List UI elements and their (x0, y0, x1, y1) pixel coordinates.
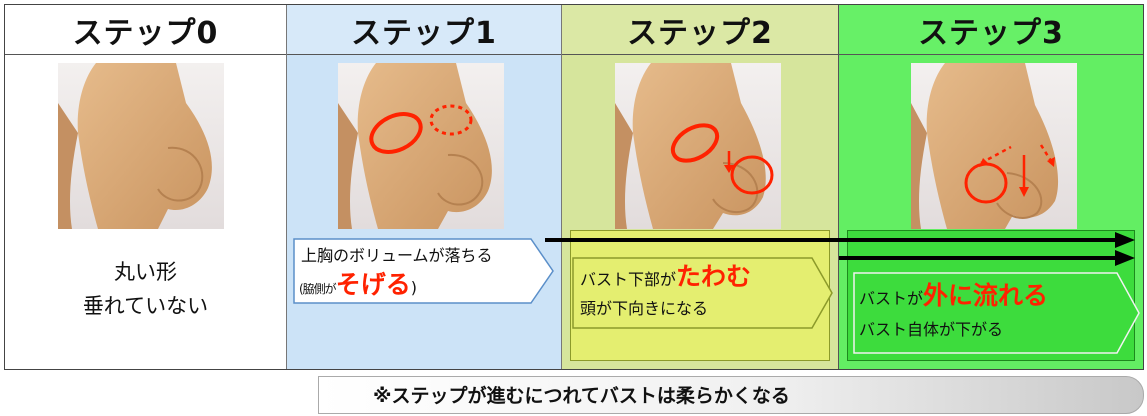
step-1-emphasis: そげる (335, 270, 411, 299)
step-3-emphasis: 外に流れる (923, 281, 1049, 310)
step-0-title: ステップ0 (5, 5, 286, 55)
timeline-arrow-icon (545, 232, 1135, 266)
step-3-line-2: バスト自体が下がる (859, 320, 1004, 339)
step-3-line-1-pre: バストが (859, 289, 924, 308)
step-1-line-1: 上胸のボリュームが落ちる (301, 246, 493, 265)
softness-note: ※ステップが進むにつれてバストは柔らかくなる (318, 376, 1144, 414)
torso-figure-step1-icon (338, 63, 504, 229)
step-2-callout: バスト下部がたわむ 頭が下向きになる (572, 257, 834, 329)
torso-figure-step2-icon (615, 63, 781, 229)
step-1-line-2: (脇側がそげる) (299, 271, 417, 303)
step-1-title: ステップ1 (287, 5, 561, 55)
step-2-column: ステップ2 バスト下部がたわむ 頭が下 (562, 5, 839, 369)
torso-figure-step3-icon (911, 63, 1077, 229)
step-1-callout: 上胸のボリュームが落ちる (脇側がそげる) (293, 238, 555, 304)
step-0-line-1: 丸い形 (114, 260, 177, 284)
step-3-line-1: バストが外に流れる (859, 282, 1048, 313)
step-1-line-2-pre: (脇側が (299, 282, 337, 296)
torso-figure-step0-icon (58, 63, 224, 229)
step-1-line-2-post: ) (410, 278, 417, 297)
step-2-title: ステップ2 (562, 5, 838, 55)
steps-table: ステップ0 丸い形 垂れていない ステップ1 (4, 4, 1144, 370)
step-1-column: ステップ1 上胸のボリュームが落ちる (脇側がそげる) (287, 5, 562, 369)
step-2-emphasis: たわむ (676, 262, 752, 291)
step-0-column: ステップ0 丸い形 垂れていない (5, 5, 287, 369)
step-3-title: ステップ3 (839, 5, 1143, 55)
step-2-line-2: 頭が下向きになる (580, 299, 709, 318)
step-2-line-1-pre: バスト下部が (580, 270, 677, 289)
step-3-callout: バストが外に流れる バスト自体が下がる (853, 272, 1141, 354)
step-3-column: ステップ3 (839, 5, 1143, 369)
step-0-description: 丸い形 垂れていない (5, 255, 286, 323)
step-2-line-1: バスト下部がたわむ (580, 263, 751, 294)
step-0-line-2: 垂れていない (82, 294, 209, 318)
